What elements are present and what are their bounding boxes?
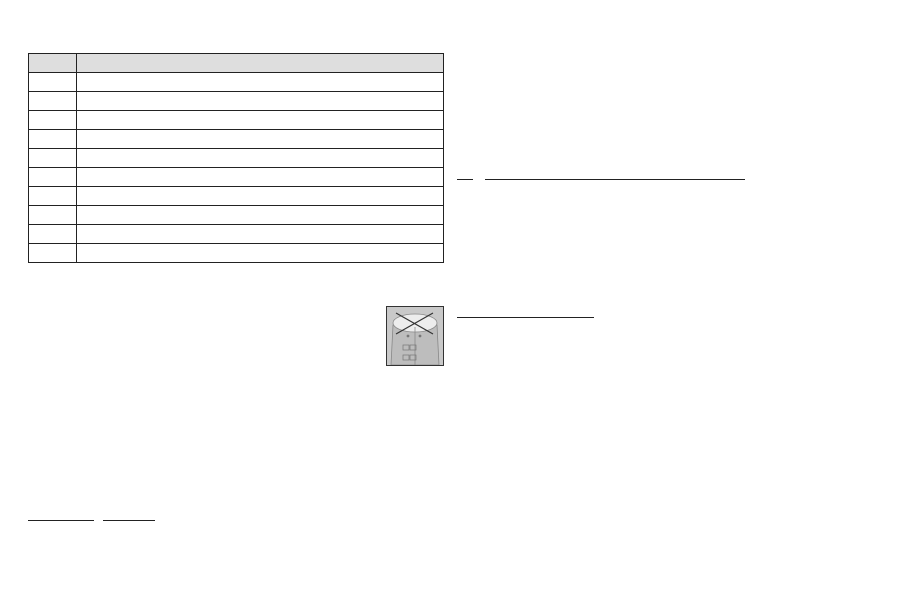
table-header-cell xyxy=(28,53,77,73)
crossed-out-shoulders-icon xyxy=(390,312,440,365)
table-cell xyxy=(76,224,444,244)
footer-underline-left xyxy=(28,520,94,521)
table-cell xyxy=(28,186,77,206)
table-cell xyxy=(76,91,444,111)
short-underline-right xyxy=(457,179,473,180)
table-header-cell xyxy=(76,53,444,73)
table-row xyxy=(28,243,444,263)
garment-figure xyxy=(386,306,444,366)
table-cell xyxy=(76,129,444,149)
table-row xyxy=(28,224,444,244)
table-row xyxy=(28,110,444,130)
table-cell xyxy=(28,129,77,149)
long-underline-right xyxy=(485,179,745,180)
table-cell xyxy=(28,148,77,168)
table-row xyxy=(28,186,444,206)
table-cell xyxy=(76,186,444,206)
table-cell xyxy=(76,243,444,263)
table-cell xyxy=(28,110,77,130)
section-underline-right xyxy=(457,317,594,318)
table-cell xyxy=(28,72,77,92)
table-row xyxy=(28,91,444,111)
table-row xyxy=(28,205,444,225)
table-cell xyxy=(76,148,444,168)
table-cell xyxy=(28,224,77,244)
table-row xyxy=(28,129,444,149)
footer-underline-right xyxy=(103,520,155,521)
table-cell xyxy=(76,205,444,225)
table-header-row xyxy=(28,53,444,73)
table-cell xyxy=(76,110,444,130)
table-row xyxy=(28,72,444,92)
table-row xyxy=(28,148,444,168)
table-cell xyxy=(28,167,77,187)
spec-table xyxy=(28,53,444,263)
table-cell xyxy=(76,167,444,187)
table-cell xyxy=(28,205,77,225)
table-cell xyxy=(28,91,77,111)
table-cell xyxy=(76,72,444,92)
table-row xyxy=(28,167,444,187)
table-cell xyxy=(28,243,77,263)
